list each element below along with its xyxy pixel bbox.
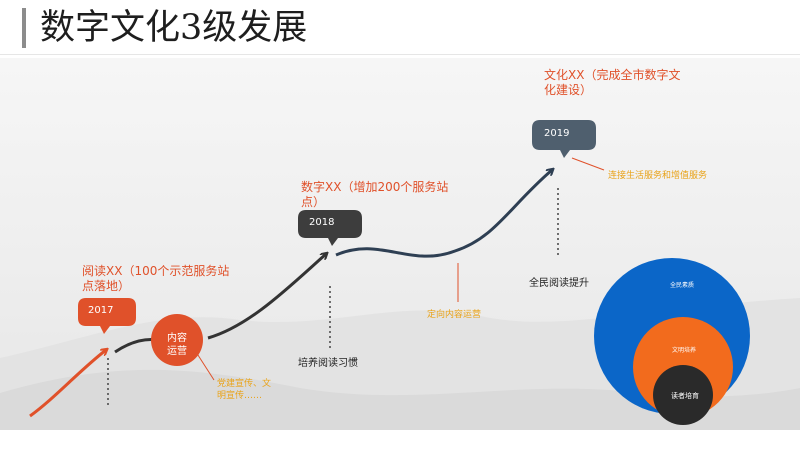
curve-segment-4	[335, 170, 552, 258]
circle-outer-label: 全民素质	[670, 282, 695, 289]
header-divider	[0, 54, 800, 55]
bubble-2019-year: 2019	[544, 128, 570, 139]
bubble-2018	[298, 210, 362, 246]
bubble-2017-year: 2017	[88, 305, 114, 316]
milestone-2019-heading-line1: 文化XX（完成全市数字文	[544, 68, 681, 82]
content-operation-note-line2: 明宣传……	[217, 391, 263, 401]
slide-title: 数字文化3级发展	[40, 8, 308, 48]
slide-header: 数字文化3级发展	[0, 0, 800, 54]
connector-stage3-note	[571, 157, 605, 171]
circle-middle-label: 文明培养	[672, 347, 697, 354]
timeline-stage: 阅读XX（100个示范服务站 点落地） 数字XX（增加200个服务站 点） 文化…	[0, 58, 800, 430]
stage2-note: 定向内容运营	[427, 310, 482, 320]
milestone-2017-heading-line2: 点落地）	[82, 279, 131, 293]
stage3-note: 连接生活服务和增值服务	[608, 171, 708, 181]
content-operation-label-line2: 运营	[167, 346, 187, 357]
circle-inner-label: 读者培育	[671, 392, 699, 400]
curve-segment-3	[207, 254, 326, 340]
bubble-2019	[532, 120, 596, 158]
milestone-2018-heading-line1: 数字XX（增加200个服务站	[301, 180, 449, 194]
stage3-caption: 全民阅读提升	[529, 278, 589, 289]
content-operation-circle	[151, 314, 203, 366]
content-operation-note-line1: 党建宣传、文	[217, 379, 272, 389]
connector-circle-note	[195, 351, 215, 381]
milestone-2017-heading-line1: 阅读XX（100个示范服务站	[82, 264, 230, 278]
title-accent-bar	[22, 8, 26, 48]
circle-inner	[653, 365, 713, 425]
bubble-2017	[78, 298, 136, 334]
curve-segment-1	[29, 350, 106, 418]
bubble-2018-year: 2018	[309, 217, 335, 228]
timeline-graphic	[0, 120, 800, 430]
mountain-shape-front	[0, 369, 800, 430]
milestone-2019-heading-line2: 化建设）	[544, 83, 593, 97]
milestone-2018-heading-line2: 点）	[301, 195, 326, 209]
stage2-caption: 培养阅读习惯	[298, 358, 358, 369]
content-operation-label-line1: 内容	[167, 333, 187, 344]
